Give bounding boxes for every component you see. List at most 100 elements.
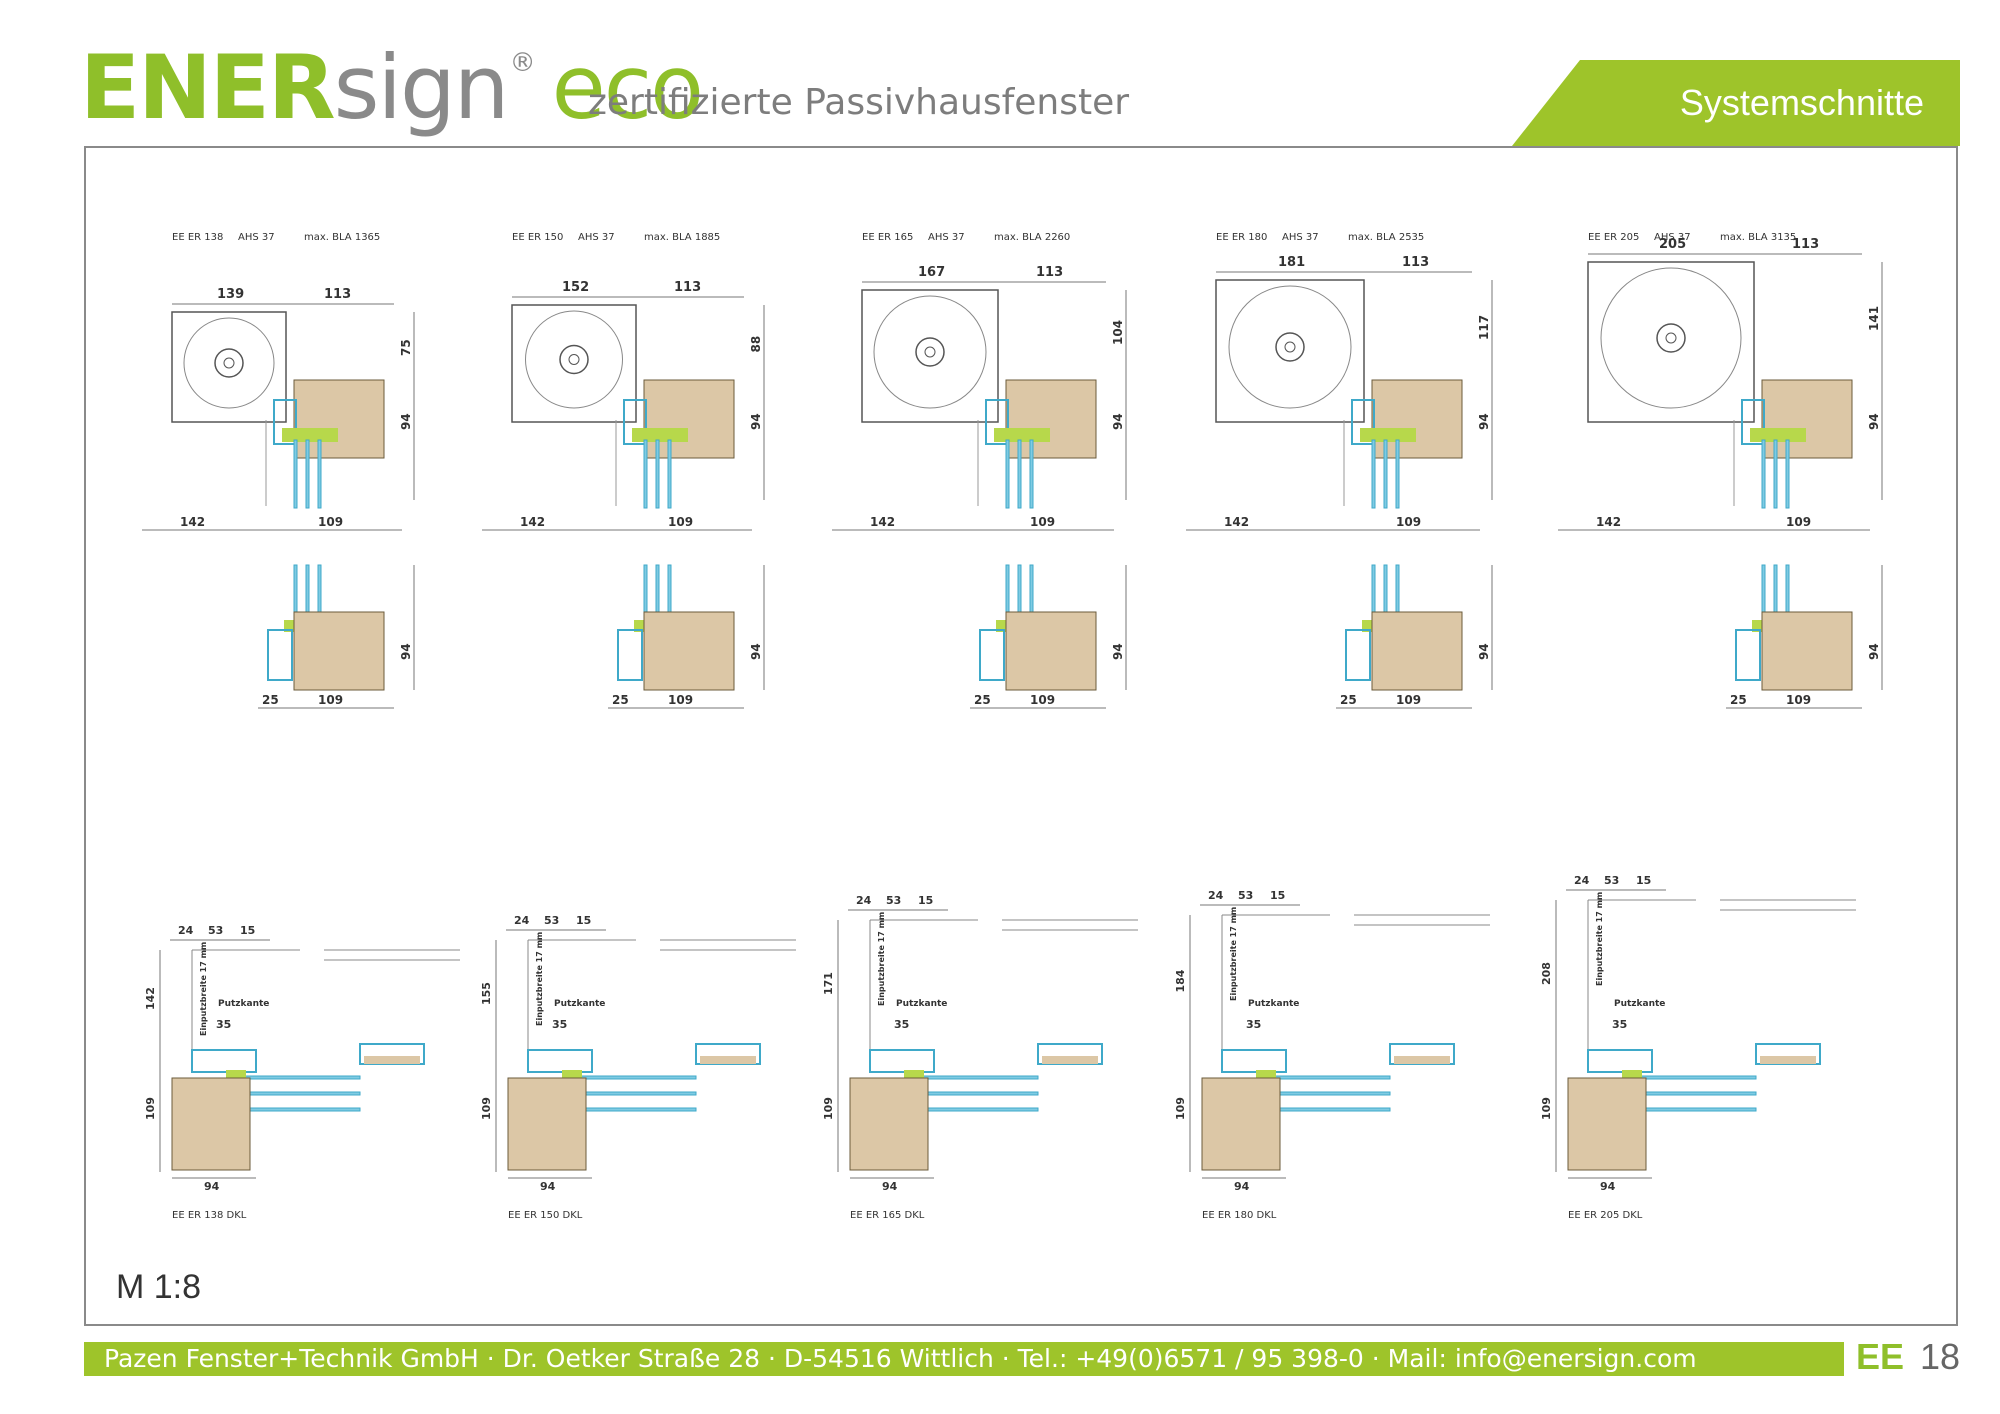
dim-height-mid-4: 94 <box>1477 413 1491 430</box>
dim-frame-width-3: 113 <box>1036 265 1063 280</box>
dim-sill-right-4: 109 <box>1396 693 1421 707</box>
section-tab: Systemschnitte <box>1512 60 1960 146</box>
roller-axle-core-5 <box>1665 332 1677 344</box>
dim-sill-left-3: 25 <box>974 693 991 707</box>
dim-sill-right-3: 109 <box>1030 693 1055 707</box>
frame-profile-head-3 <box>985 399 1009 445</box>
dkl-dim-35-3: 35 <box>894 1018 909 1031</box>
dim-height-top-5: 141 <box>1867 306 1881 331</box>
dkl-title-4: EE ER 180 DKL <box>1202 1210 1277 1221</box>
dim-sill-left-2: 25 <box>612 693 629 707</box>
section-title-3: EE ER 165 <box>862 232 913 243</box>
brand-eco: eco <box>551 36 704 139</box>
roller-axle-core-1 <box>223 357 235 369</box>
frame-profile-head-1 <box>273 399 297 445</box>
roller-circle-5 <box>1600 267 1742 409</box>
dkl-einputz-5: Einputzbreite 17 mm <box>1595 892 1604 986</box>
dkl-mini-seal-1 <box>364 1056 420 1064</box>
dkl-wood-1 <box>171 1077 251 1171</box>
glass-pane-head-5-1 <box>1761 439 1766 509</box>
dkl-dim-t1-2: 24 <box>514 914 530 927</box>
brand-sign: sign <box>333 36 510 139</box>
dkl-dim-width-4: 94 <box>1234 1180 1250 1193</box>
glass-pane-head-1-1 <box>293 439 298 509</box>
dkl-einputz-2: Einputzbreite 17 mm <box>535 932 544 1026</box>
dim-sill-right-2: 109 <box>668 693 693 707</box>
dim-sill-height-3: 94 <box>1111 643 1125 660</box>
roller-axle-5 <box>1656 323 1686 353</box>
dim-sill-height-5: 94 <box>1867 643 1881 660</box>
dkl-height-bot-1: 109 <box>144 1097 157 1120</box>
frame-profile-sill-2 <box>617 629 643 681</box>
dim-height-top-2: 88 <box>749 336 763 353</box>
dkl-height-bot-4: 109 <box>1174 1097 1187 1120</box>
section-ahs-1: AHS 37 <box>238 232 275 243</box>
section-bla-4: max. BLA 2535 <box>1348 232 1424 243</box>
frame-profile-sill-3 <box>979 629 1005 681</box>
roller-box-4 <box>1215 279 1365 423</box>
frame-seal-head-5 <box>1750 428 1806 442</box>
dkl-putzkante-4: Putzkante <box>1248 999 1299 1009</box>
dkl-dim-width-2: 94 <box>540 1180 556 1193</box>
dkl-dim-t2-5: 53 <box>1604 874 1619 887</box>
roller-axle-4 <box>1275 332 1305 362</box>
page-code: EE <box>1856 1336 1905 1377</box>
dkl-einputz-3: Einputzbreite 17 mm <box>877 912 886 1006</box>
glass-pane-head-3-3 <box>1029 439 1034 509</box>
dkl-dim-width-3: 94 <box>882 1180 898 1193</box>
dim-bottom-right-5: 109 <box>1786 515 1811 529</box>
dim-sill-left-5: 25 <box>1730 693 1747 707</box>
frame-seal-head-2 <box>632 428 688 442</box>
glass-pane-head-3-1 <box>1005 439 1010 509</box>
dkl-dim-t3-2: 15 <box>576 914 591 927</box>
dkl-dim-t1-5: 24 <box>1574 874 1590 887</box>
dim-bottom-left-1: 142 <box>180 515 205 529</box>
dkl-dim-t3-5: 15 <box>1636 874 1651 887</box>
dkl-wood-4 <box>1201 1077 1281 1171</box>
roller-axle-core-3 <box>924 346 936 358</box>
dim-bottom-left-3: 142 <box>870 515 895 529</box>
scale-label: M 1:8 <box>116 1268 202 1306</box>
dim-height-top-3: 104 <box>1111 320 1125 345</box>
frame-seal-head-4 <box>1360 428 1416 442</box>
frame-profile-sill-1 <box>267 629 293 681</box>
dkl-dim-width-5: 94 <box>1600 1180 1616 1193</box>
roller-box-2 <box>511 304 637 423</box>
dkl-einputz-1: Einputzbreite 17 mm <box>199 942 208 1036</box>
dkl-dim-t2-3: 53 <box>886 894 901 907</box>
roller-axle-core-2 <box>568 354 580 365</box>
dkl-mini-seal-4 <box>1394 1056 1450 1064</box>
dim-frame-width-4: 113 <box>1402 255 1429 270</box>
roller-circle-2 <box>525 310 623 409</box>
glass-pane-head-4-2 <box>1383 439 1388 509</box>
dim-sill-height-2: 94 <box>749 643 763 660</box>
glass-pane-head-2-1 <box>643 439 648 509</box>
dkl-height-bot-2: 109 <box>480 1097 493 1120</box>
footer-text: Pazen Fenster+Technik GmbH · Dr. Oetker … <box>104 1344 1697 1373</box>
roller-axle-2 <box>559 344 589 375</box>
section-ahs-2: AHS 37 <box>578 232 615 243</box>
dkl-height-top-4: 184 <box>1174 969 1187 992</box>
dim-sill-right-5: 109 <box>1786 693 1811 707</box>
roller-circle-4 <box>1228 285 1352 409</box>
section-bla-5: max. BLA 3135 <box>1720 232 1796 243</box>
glass-pane-head-2-3 <box>667 439 672 509</box>
section-title-2: EE ER 150 <box>512 232 563 243</box>
frame-wood-sill-5 <box>1761 611 1853 691</box>
page-number: 18 <box>1920 1336 1961 1377</box>
dkl-profile-top-4 <box>1221 1049 1287 1073</box>
dkl-height-top-3: 171 <box>822 972 835 995</box>
dim-bottom-right-3: 109 <box>1030 515 1055 529</box>
dim-height-top-4: 117 <box>1477 315 1491 340</box>
dkl-dim-t2-4: 53 <box>1238 889 1253 902</box>
brand-logo: ENERsign®eco <box>80 44 704 132</box>
dim-box-width-1: 139 <box>217 287 244 302</box>
section-title: Systemschnitte <box>1679 82 1924 123</box>
